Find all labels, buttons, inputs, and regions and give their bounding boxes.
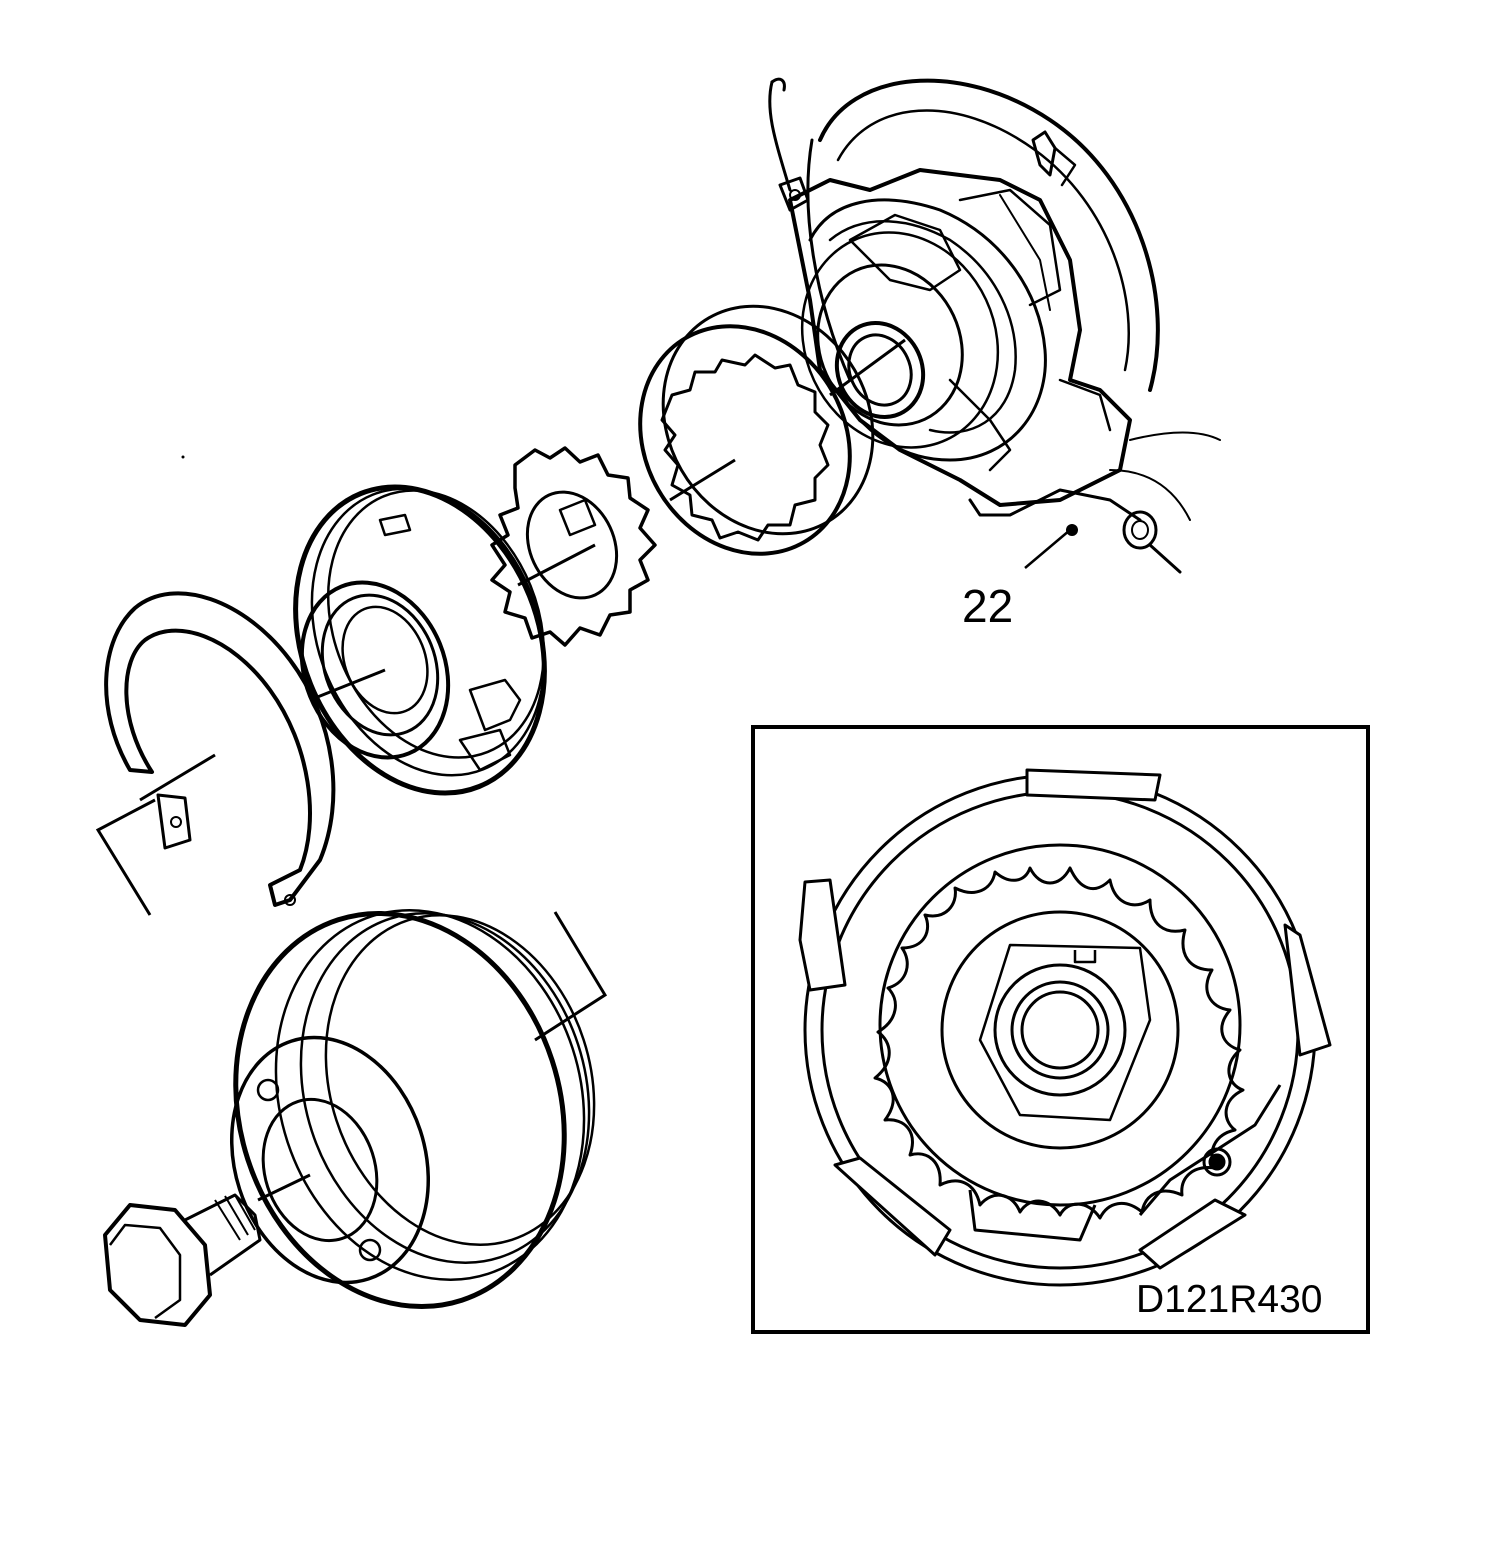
callout-22: 22 [962,524,1078,632]
crankshaft-sprocket [490,446,657,647]
crankshaft-pulley [229,909,596,1310]
stray-dot [181,455,185,459]
snap-ring [104,591,336,907]
assembly-leader-lines [95,338,906,1202]
drive-hub [293,484,547,796]
callout-22-dot [1066,524,1078,536]
detail-inset-assembly [798,768,1332,1287]
detail-inset: D121R430 [751,725,1370,1334]
pulley-bolt [103,1193,262,1327]
outer-ring-gear [638,304,875,556]
detail-inset-frame [751,725,1370,1334]
timing-cover-assembly [768,77,1221,574]
callout-22-label: 22 [962,580,1013,632]
figure-code: D121R430 [1136,1278,1322,1321]
callout-22-leader [1024,529,1071,569]
